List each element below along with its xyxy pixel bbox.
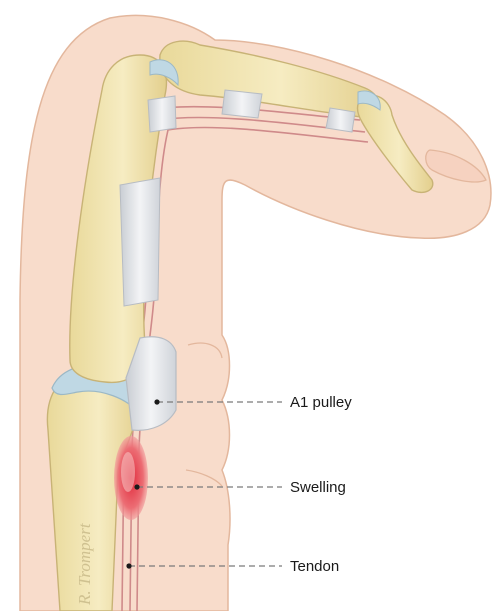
a1-pulley-label: A1 pulley <box>290 394 352 411</box>
tendon-label: Tendon <box>290 558 339 575</box>
pulley-a2 <box>120 178 160 306</box>
swelling-label: Swelling <box>290 479 346 496</box>
a1-pulley-dot <box>154 399 159 404</box>
tendon-dot <box>126 563 131 568</box>
pulley-a4 <box>222 90 262 118</box>
swelling-dot <box>134 484 139 489</box>
artist-signature: R. Trompert <box>75 522 94 606</box>
swelling-highlight <box>121 452 135 492</box>
pulley-a3 <box>148 96 176 132</box>
pulley-a5 <box>326 108 355 132</box>
